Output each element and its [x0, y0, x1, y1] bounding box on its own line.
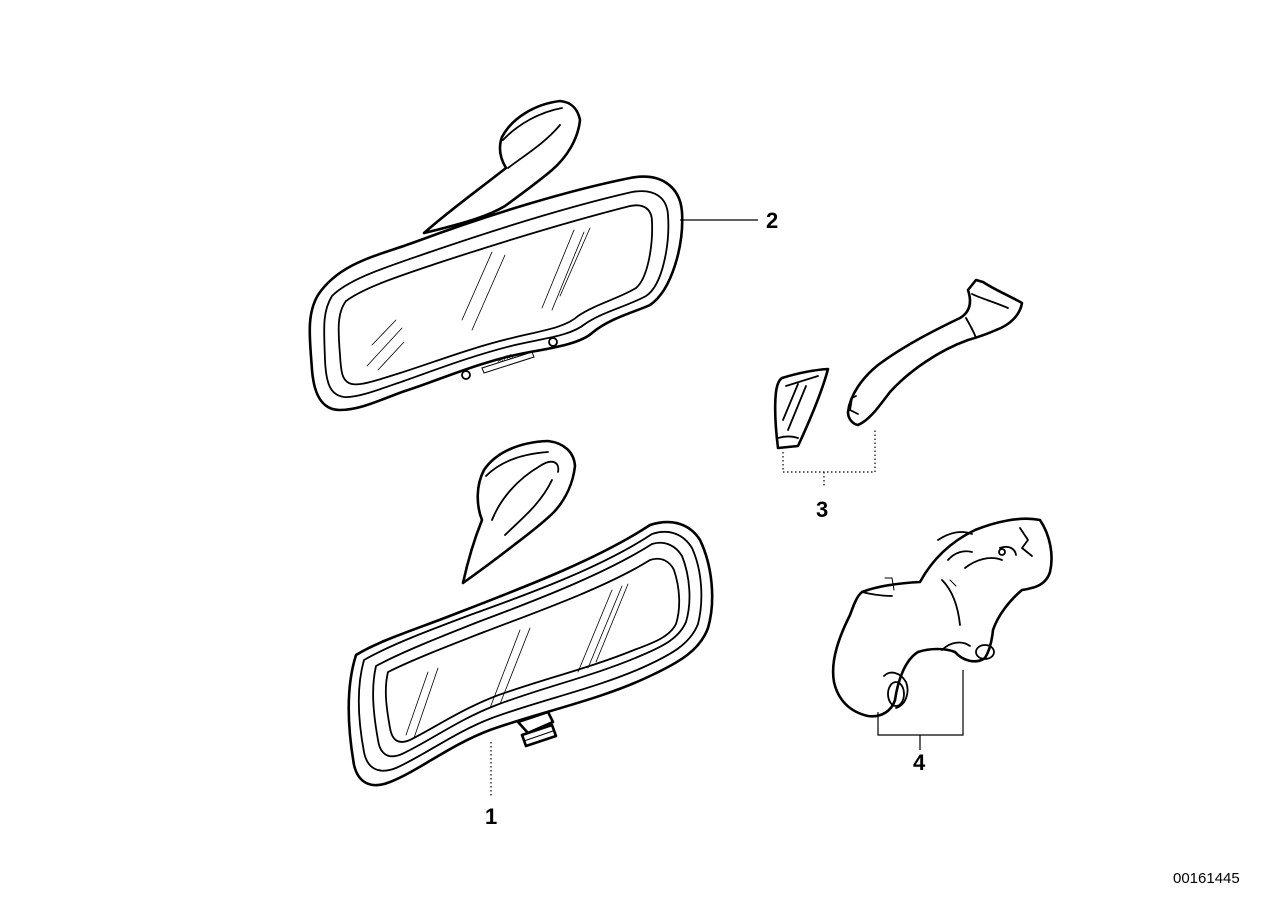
callout-2: 2	[766, 208, 779, 233]
cover-set	[773, 278, 1024, 450]
callout-3: 3	[816, 497, 829, 522]
callout-1: 1	[485, 804, 498, 829]
mounting-bracket	[831, 517, 1053, 718]
document-number: 00161445	[1173, 870, 1240, 887]
auto-dimming-mirror: AUTO	[308, 99, 684, 412]
leader-lines	[490, 219, 964, 796]
auto-switch-label: AUTO	[496, 353, 514, 365]
callout-4: 4	[913, 750, 926, 775]
standard-mirror	[347, 439, 714, 787]
